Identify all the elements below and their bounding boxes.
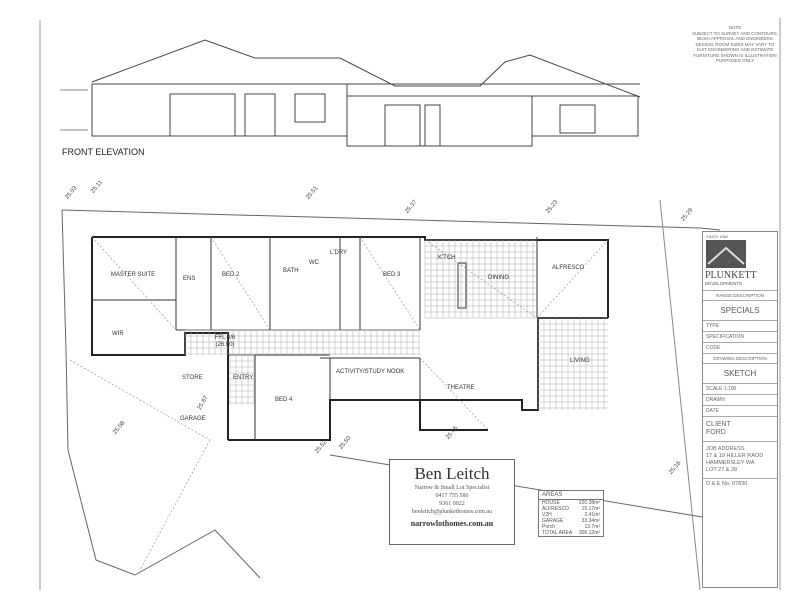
- job-line: HAMMERSLEY WA: [706, 460, 755, 466]
- client-label: CLIENT: [706, 421, 731, 428]
- area-value: 15.17m²: [581, 506, 600, 512]
- room-activity-study-nook: ACTIVITY/STUDY NOOK: [336, 369, 405, 375]
- room-laundry: L'DRY: [330, 250, 348, 256]
- areas-row: V2H 2.41m²: [539, 512, 603, 518]
- areas-table: AREAS HOUSE 220.38m² ALFRESCO 15.17m² V2H 2…: [538, 490, 604, 537]
- areas-row: Porch 13.7m²: [539, 524, 603, 530]
- notes-block: NOTE SUBJECT TO SURVEY AND CONTOURS, BUS…: [690, 25, 780, 64]
- room-wir: WIR: [112, 331, 124, 337]
- room-bed-2: BED 2: [222, 272, 240, 278]
- room-ens: ENS: [183, 276, 196, 282]
- job-line: 17 & 19 HILLER RAOD: [706, 453, 764, 459]
- client-value: FORD: [706, 429, 726, 436]
- room-garage: GARAGE: [180, 416, 206, 422]
- brand-since: SINCE 1962: [706, 234, 729, 239]
- note-line: PURPOSES ONLY: [715, 58, 755, 63]
- type-field: TYPE: [703, 321, 777, 332]
- range-value: SPECIALS: [703, 301, 777, 321]
- room-living: LIVING: [570, 358, 590, 364]
- area-label: Porch: [542, 524, 556, 530]
- room-kitchen: K'TCH: [438, 255, 456, 261]
- areas-row: TOTAL AREA 306.12m²: [539, 530, 603, 536]
- area-label: TOTAL AREA: [542, 530, 573, 536]
- job-label: JOB ADDRESS: [706, 446, 745, 452]
- front-elevation-drawing: [60, 39, 641, 147]
- note-line: SUBJECT TO SURVEY AND CONTOURS,: [691, 30, 779, 36]
- room-store: STORE: [182, 375, 203, 381]
- elevation-title: FRONT ELEVATION: [62, 147, 145, 157]
- note-line: FURNITURE SHOWN IS ILLUSTRATION: [693, 52, 777, 58]
- client-field: CLIENT FORD: [703, 417, 777, 442]
- range-label: RANGE DESCRIPTION: [703, 291, 777, 301]
- area-value: 13.7m²: [584, 524, 600, 530]
- room-dining: DINING: [488, 275, 509, 281]
- area-label: V2H: [542, 512, 552, 518]
- code-field: CODE: [703, 343, 777, 354]
- card-phone: 0417 755 586: [435, 493, 469, 499]
- room-bed-3: BED 3: [383, 272, 401, 278]
- business-card: Ben Leitch Narrow & Small Lot Specialist…: [389, 459, 515, 545]
- drawn-field: DRAWN: [703, 395, 777, 406]
- note-line: BUSH APPROVAL AND ENGINEERS: [697, 36, 773, 41]
- note-line: SUIT ENGINEERING AND ESTIMATE: [696, 47, 774, 52]
- card-email: benleitch@plunkethomes.com.au: [411, 509, 493, 515]
- area-value: 2.41m²: [584, 512, 600, 518]
- room-bed-4: BED 4: [275, 397, 293, 403]
- card-website: narrowlothomes.com.au: [410, 519, 494, 528]
- brand-name: PLUNKETT: [705, 270, 757, 281]
- note-line: DESIGN. ROOM SIZES MAY VARY TO: [695, 41, 775, 47]
- card-phone: 9361 0022: [439, 501, 465, 507]
- room-master-suite: MASTER SUITE: [110, 272, 156, 278]
- drawing-number: D & E No. 07830: [706, 481, 748, 487]
- area-value: 33.34m²: [581, 518, 600, 524]
- logo-icon: [706, 240, 746, 268]
- drawing-value: SKETCH: [703, 364, 777, 384]
- job-line: LOT 27 & 28: [706, 467, 738, 473]
- date-field: DATE: [703, 406, 777, 417]
- specification-field: SPECIFICATION: [703, 332, 777, 343]
- areas-row: ALFRESCO 15.17m²: [539, 506, 603, 512]
- areas-row: GARAGE 33.34m²: [539, 518, 603, 524]
- room-alfresco: ALFRESCO: [552, 265, 585, 271]
- room-bath: BATH: [283, 268, 299, 274]
- area-value: 306.12m²: [578, 530, 600, 536]
- room-wc: WC: [309, 260, 319, 266]
- areas-row: HOUSE 220.38m²: [539, 500, 603, 506]
- areas-title: AREAS: [539, 491, 603, 500]
- title-block: SINCE 1962 PLUNKETT DEVELOPMENTS RANGE D…: [702, 231, 778, 588]
- area-value: 220.38m²: [578, 500, 600, 506]
- drawing-label: DRAWING DESCRIPTION: [703, 354, 777, 364]
- card-name: Ben Leitch: [414, 464, 490, 483]
- tile-grid: [184, 239, 608, 410]
- note-line: NOTE: [728, 25, 742, 30]
- job-address: JOB ADDRESS 17 & 19 HILLER RAOD HAMMERSL…: [703, 442, 777, 479]
- room-entry: ENTRY: [233, 375, 254, 381]
- card-tagline: Narrow & Small Lot Specialist: [414, 485, 490, 491]
- area-label: ALFRESCO: [542, 506, 569, 512]
- floor-plan: [91, 236, 609, 441]
- room-ffl: FFL 0/6 (26.00): [214, 335, 236, 348]
- brand-sub: DEVELOPMENTS: [705, 281, 743, 286]
- area-label: GARAGE: [542, 518, 564, 524]
- area-label: HOUSE: [542, 500, 560, 506]
- brand-logo: SINCE 1962 PLUNKETT DEVELOPMENTS: [703, 232, 777, 291]
- scale-field: SCALE 1:100: [703, 384, 777, 395]
- room-theatre: THEATRE: [447, 385, 475, 391]
